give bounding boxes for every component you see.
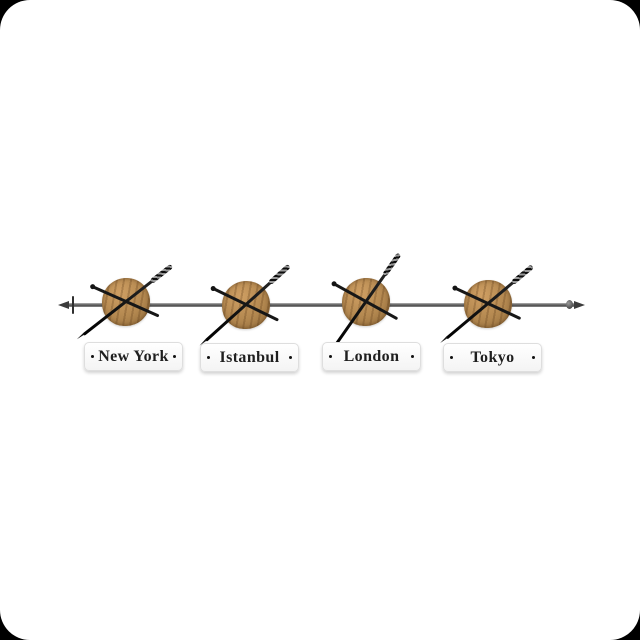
rod-left-finial-icon: [58, 301, 69, 309]
screw-icon: [173, 355, 176, 358]
hand-twist-icon: [382, 252, 402, 277]
hand-nub-icon: [89, 283, 96, 290]
screw-icon: [411, 355, 414, 358]
hand-nub-icon: [451, 284, 459, 292]
hand-nub-icon: [209, 285, 217, 292]
screw-icon: [450, 356, 453, 359]
rod-right-knob-icon: [566, 300, 573, 309]
screw-icon: [207, 356, 210, 359]
mounting-rod: [68, 303, 578, 307]
hand-twist-icon: [510, 264, 535, 285]
hand-point-icon: [76, 332, 85, 341]
city-label-plaque: Tokyo: [443, 343, 542, 372]
city-name: Tokyo: [470, 348, 515, 366]
city-label-plaque: London: [322, 342, 421, 371]
rod-right-finial-icon: [574, 301, 585, 309]
city-name: Istanbul: [219, 348, 280, 366]
city-label-plaque: New York: [84, 342, 183, 371]
screw-icon: [91, 355, 94, 358]
city-label-plaque: Istanbul: [200, 343, 299, 372]
screw-icon: [289, 356, 292, 359]
hand-twist-icon: [149, 263, 174, 284]
hand-twist-icon: [268, 263, 291, 285]
screw-icon: [329, 355, 332, 358]
city-name: New York: [98, 347, 169, 365]
hand-nub-icon: [330, 280, 338, 288]
city-name: London: [343, 347, 400, 365]
screw-icon: [532, 356, 535, 359]
rod-left-pin-icon: [72, 296, 74, 314]
